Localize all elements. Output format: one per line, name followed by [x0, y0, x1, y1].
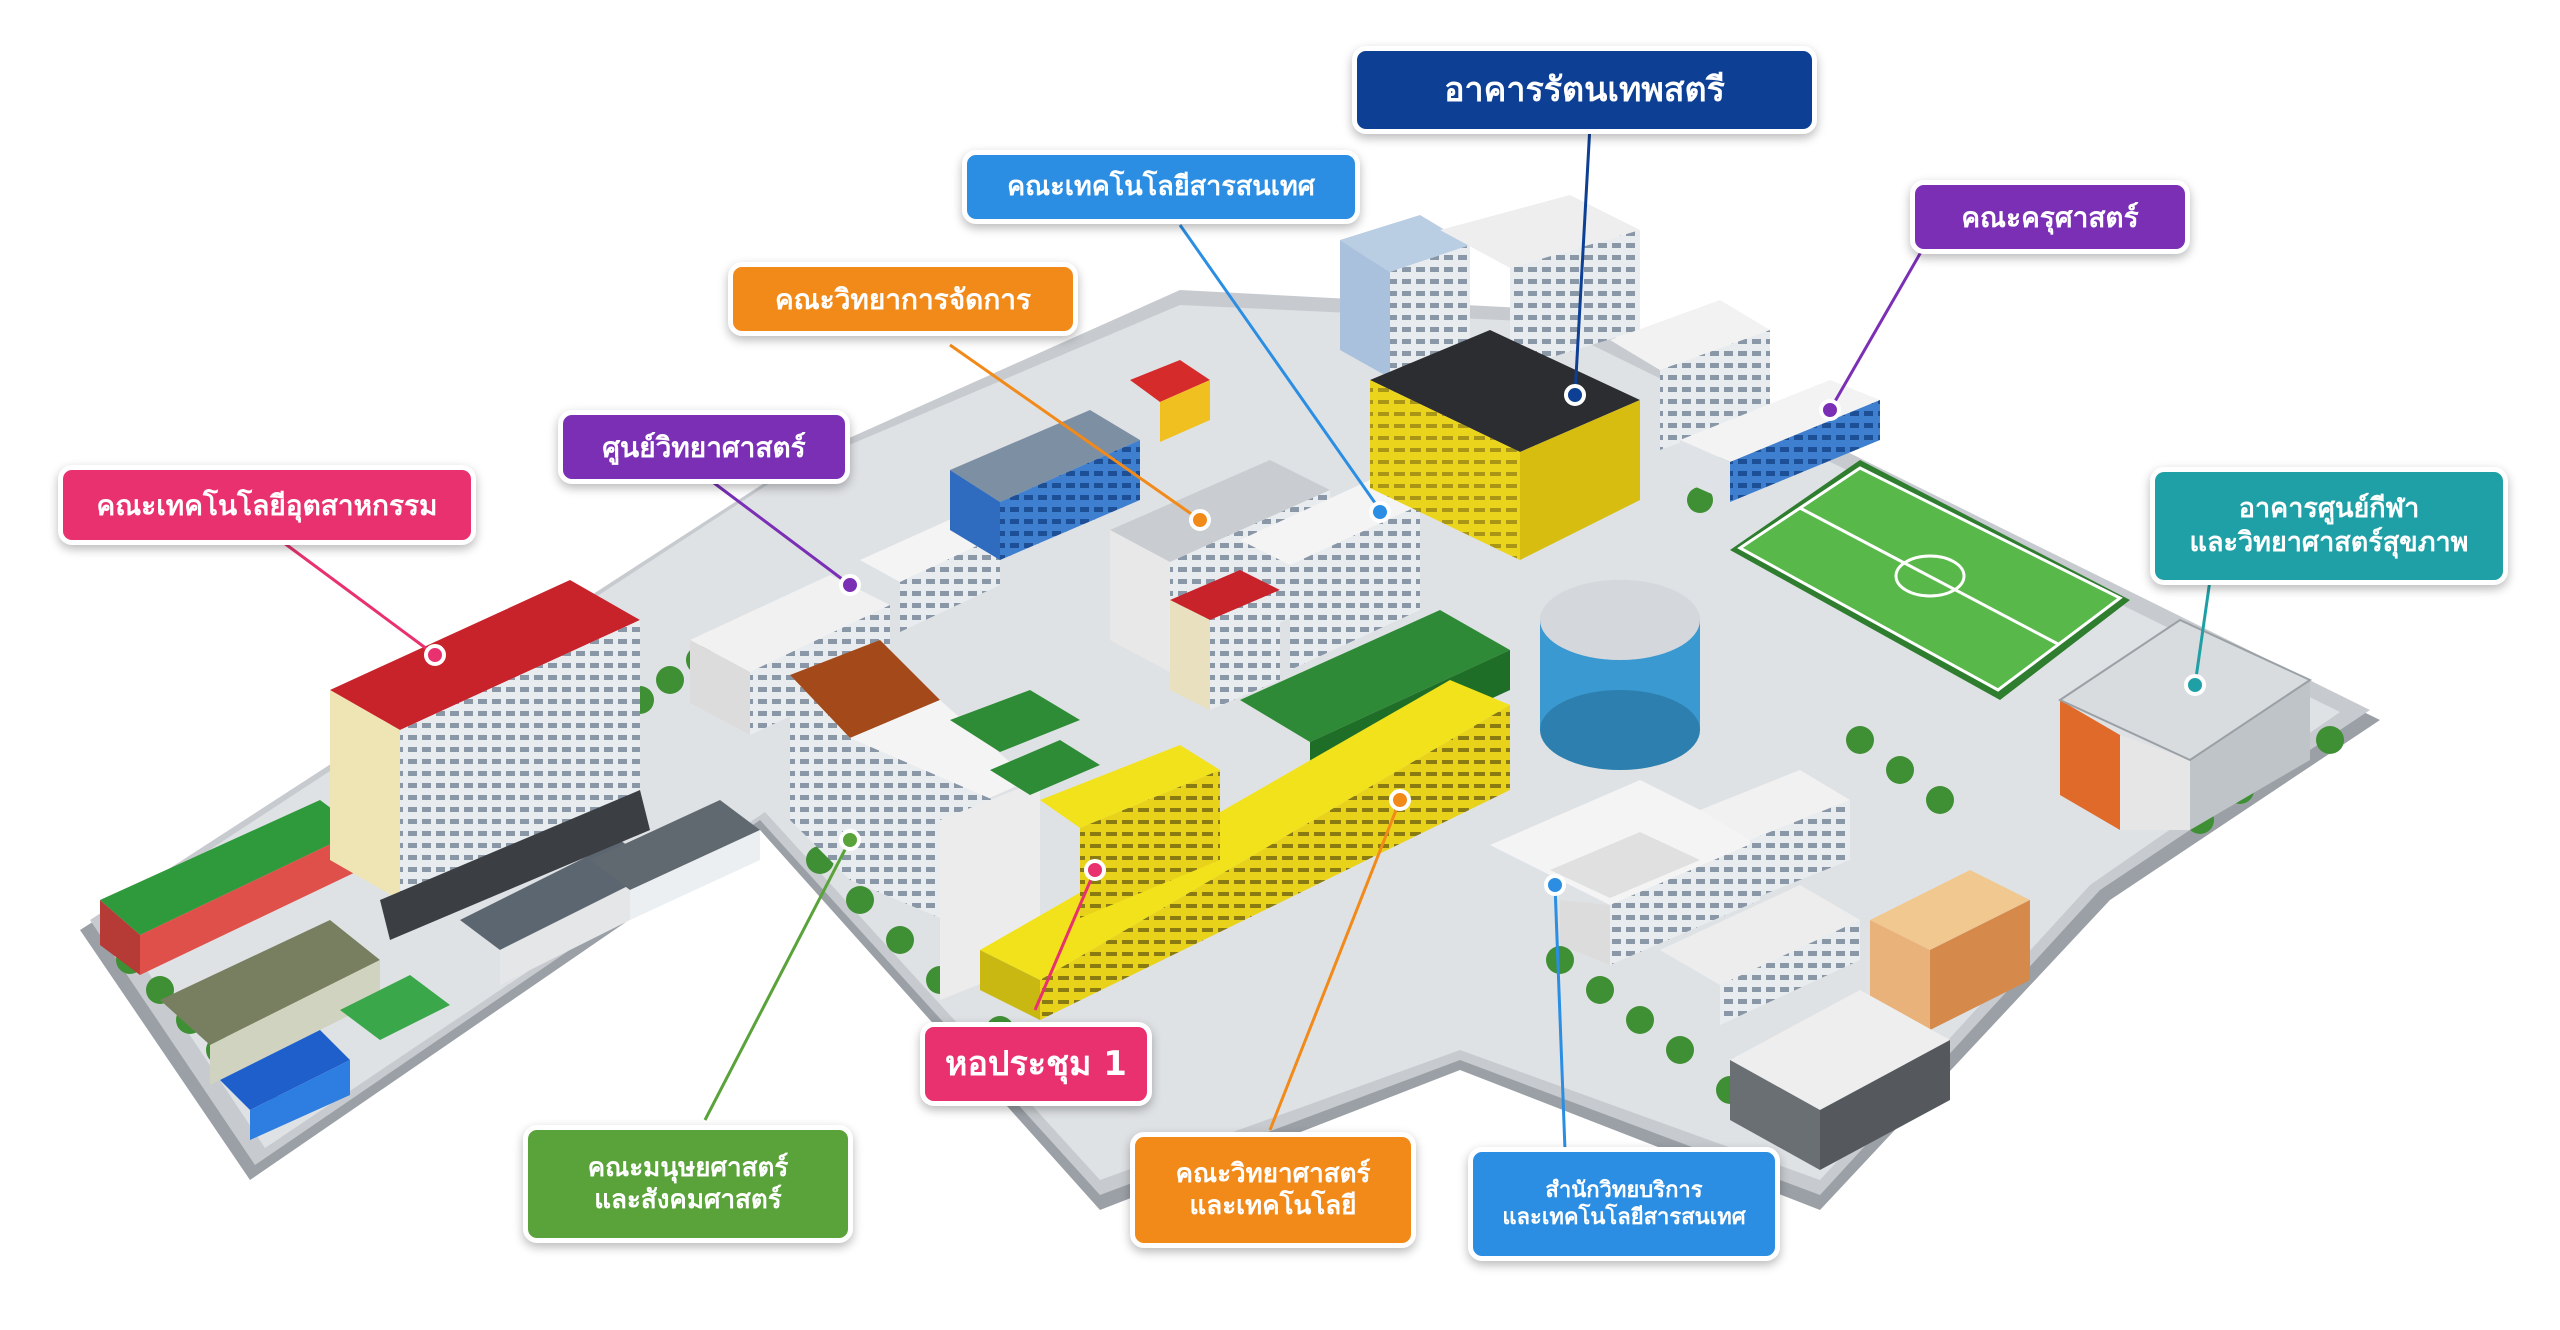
round-blue-tower — [1540, 580, 1700, 770]
label-text-line2: และเทคโนโลยี — [1189, 1191, 1357, 1221]
location-dots — [424, 384, 2206, 896]
label-academic-resources-office[interactable]: สำนักวิทยบริการ และเทคโนโลยีสารสนเทศ — [1468, 1147, 1780, 1261]
label-humanities-faculty[interactable]: คณะมนุษยศาสตร์ และสังคมศาสตร์ — [523, 1125, 853, 1243]
label-science-center[interactable]: ศูนย์วิทยาศาสตร์ — [558, 410, 850, 484]
football-field — [1730, 460, 2130, 700]
rattana-building — [1370, 330, 1640, 560]
label-rattana-building[interactable]: อาคารรัตนเทพสตรี — [1352, 46, 1817, 134]
southeast-buildings — [1730, 870, 2030, 1170]
label-text-line1: คณะวิทยาศาสตร์ — [1175, 1158, 1371, 1189]
label-text-line1: คณะมนุษยศาสตร์ — [587, 1152, 789, 1183]
label-management-faculty[interactable]: คณะวิทยาการจัดการ — [728, 262, 1078, 336]
label-text: อาคารรัตนเทพสตรี — [1444, 69, 1725, 110]
it-faculty-building — [1170, 480, 1420, 710]
label-text-line2: และเทคโนโลยีสารสนเทศ — [1502, 1205, 1746, 1230]
label-text-line1: อาคารศูนย์กีฬา — [2238, 493, 2420, 525]
label-industrial-tech-faculty[interactable]: คณะเทคโนโลยีอุตสาหกรรม — [58, 465, 476, 545]
label-text: หอประชุม 1 — [945, 1043, 1127, 1084]
label-text: คณะเทคโนโลยีอุตสาหกรรม — [96, 488, 438, 522]
science-tech-building — [980, 680, 1510, 1020]
academic-resources-building — [1490, 770, 1860, 1025]
leader-lines — [279, 124, 2212, 1151]
label-text: คณะเทคโนโลยีสารสนเทศ — [1007, 171, 1315, 203]
industrial-tech-building — [330, 580, 650, 940]
label-text: คณะครุศาสตร์ — [1961, 200, 2139, 234]
label-education-faculty[interactable]: คณะครุศาสตร์ — [1910, 180, 2190, 254]
sports-center-building — [2057, 618, 2313, 830]
blue-rear-building — [950, 360, 1210, 560]
label-text: คณะวิทยาการจัดการ — [774, 282, 1032, 316]
label-science-tech-faculty[interactable]: คณะวิทยาศาสตร์ และเทคโนโลยี — [1130, 1132, 1416, 1248]
sheds-left — [100, 800, 760, 1140]
label-text: ศูนย์วิทยาศาสตร์ — [602, 430, 806, 464]
label-auditorium-1[interactable]: หอประชุม 1 — [920, 1022, 1152, 1106]
label-text-line2: และสังคมศาสตร์ — [594, 1185, 782, 1215]
rear-white-towers — [1340, 195, 1770, 450]
label-sports-center[interactable]: อาคารศูนย์กีฬา และวิทยาศาสตร์สุขภาพ — [2150, 467, 2508, 585]
label-text-line2: และวิทยาศาสตร์สุขภาพ — [2189, 527, 2469, 558]
label-it-faculty[interactable]: คณะเทคโนโลยีสารสนเทศ — [962, 150, 1360, 224]
label-text-line1: สำนักวิทยบริการ — [1545, 1177, 1703, 1203]
